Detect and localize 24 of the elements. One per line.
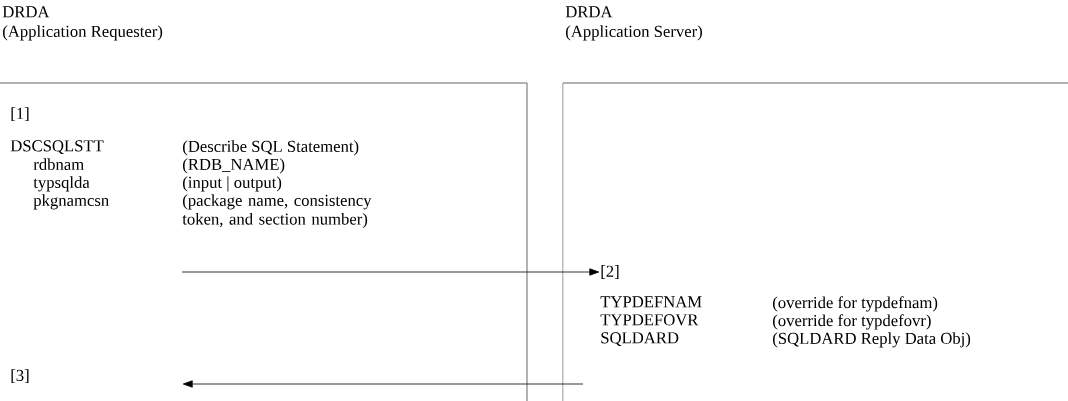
panel-heading: (Application Server) [566, 25, 702, 41]
field-name: TYPDEFOVR [600, 314, 699, 326]
panel-heading: (Application Requester) [3, 25, 163, 41]
field-description: (package name, consistency token, and section number) [182, 194, 372, 229]
step-marker: [3] [11, 369, 29, 384]
field-description: (override for typdefovr) [773, 314, 931, 330]
command-name: DSCSQLSTT [10, 140, 104, 154]
step-marker: [2] [601, 265, 619, 279]
field-name: rdbnam [33, 158, 84, 170]
field-name: SQLDARD [601, 332, 679, 346]
field-name: typsqlda [33, 176, 90, 192]
field-description: (RDB_NAME) [183, 158, 285, 174]
panel [0, 82, 528, 401]
step-marker: [1] [11, 107, 29, 122]
field-description: (input | output) [183, 176, 282, 192]
field-name: TYPDEFNAM [600, 296, 702, 308]
arrow [182, 380, 584, 388]
field-description: (Describe SQL Statement) [183, 140, 359, 156]
field-description: (override for typdefnam) [773, 296, 938, 312]
panel-heading: DRDA [565, 6, 613, 18]
field-name: pkgnamcsn [33, 194, 109, 210]
panel-heading: DRDA [2, 6, 50, 18]
arrow [181, 268, 600, 276]
field-description: (SQLDARD Reply Data Obj) [773, 332, 971, 348]
